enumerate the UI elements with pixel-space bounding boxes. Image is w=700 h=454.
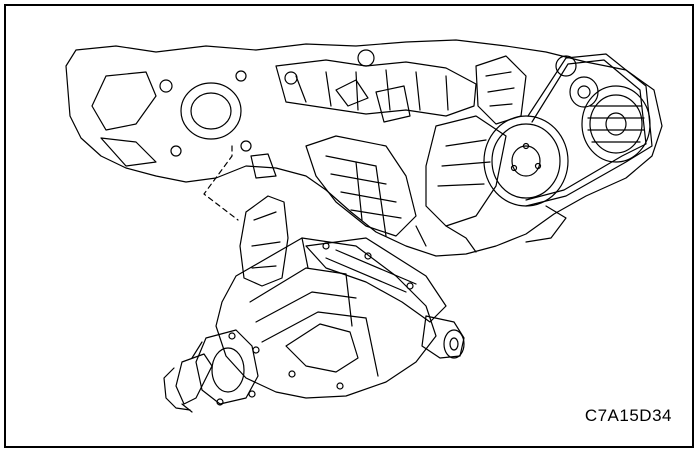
figure-code: C7A15D34 xyxy=(584,406,672,425)
dashed-leader-line xyxy=(203,145,239,221)
transfer-case-icon xyxy=(163,195,465,413)
accessory-pulley-icon xyxy=(555,55,651,163)
drive-belt-icon xyxy=(525,53,653,207)
engine-block-icon xyxy=(65,39,663,257)
diagram-canvas xyxy=(65,39,663,413)
diagram-frame: C7A15D34 xyxy=(4,4,694,448)
